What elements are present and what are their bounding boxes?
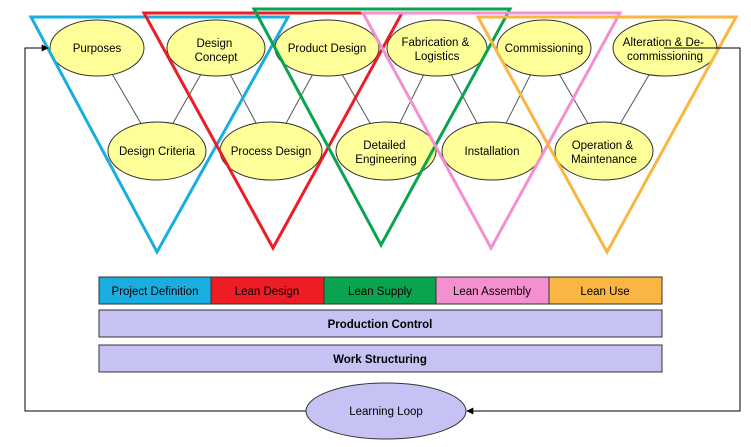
lean-use-triangle: [475, 15, 739, 256]
detailed-engineering-node: [335, 121, 437, 181]
product-design-label: Product Design: [288, 43, 367, 55]
purposes-node: [49, 19, 145, 77]
lean-assembly-triangle: [360, 11, 623, 252]
detailed-engineering-label: Detailed Engineering: [355, 140, 416, 166]
phase-label-lean-supply: Lean Supply: [348, 286, 412, 298]
learning-loop-node: [305, 382, 467, 440]
phase-triangles: [28, 7, 739, 256]
return-arrow-to-learning-loop: [466, 47, 741, 415]
learning-loop-label: Learning Loop: [349, 406, 423, 418]
process-design-label: Process Design: [231, 146, 312, 158]
feedback-arrow-to-purposes: [24, 44, 307, 412]
installation-node: [441, 121, 543, 181]
phase-label-lean-assembly: Lean Assembly: [453, 286, 531, 298]
operation-maintenance-label: Operation & Maintenance: [571, 140, 637, 166]
fabrication-logistics-label: Fabrication & Logistics: [402, 37, 473, 63]
operation-maintenance-node: [554, 121, 654, 181]
phase-bar: Project Definition Lean Design Lean Supp…: [98, 276, 663, 305]
commissioning-node: [496, 19, 592, 77]
purposes-label: Purposes: [73, 43, 122, 55]
production-control-label: Production Control: [328, 319, 433, 331]
commissioning-label: Commissioning: [505, 43, 584, 55]
phase-label-lean-use: Lean Use: [580, 286, 629, 298]
alteration-decommissioning-label: Alteration & De- commissioning: [623, 37, 707, 63]
phase-cell-project-definition: [98, 276, 212, 305]
work-structuring-label: Work Structuring: [333, 354, 427, 366]
lean-design-triangle: [141, 11, 405, 252]
design-concept-node: [166, 19, 266, 77]
phase-cell-lean-use: [548, 276, 663, 305]
phase-cell-lean-assembly: [435, 276, 550, 305]
design-concept-label: Design Concept: [195, 38, 239, 64]
production-control-bar: [98, 309, 663, 338]
learning-loop-arrows: [24, 44, 741, 415]
bottom-row-nodes: Design Criteria Process Design Detailed …: [107, 121, 654, 181]
lean-supply-triangle: [251, 7, 513, 249]
project-definition-triangle: [28, 15, 291, 256]
phase-label-project-definition: Project Definition: [112, 286, 199, 298]
design-criteria-node: [107, 121, 207, 181]
design-criteria-label: Design Criteria: [119, 146, 196, 158]
phase-cell-lean-design: [210, 276, 325, 305]
installation-label: Installation: [465, 146, 520, 158]
work-structuring-bar: [98, 344, 663, 373]
phase-cell-lean-supply: [323, 276, 437, 305]
phase-label-lean-design: Lean Design: [235, 286, 300, 298]
